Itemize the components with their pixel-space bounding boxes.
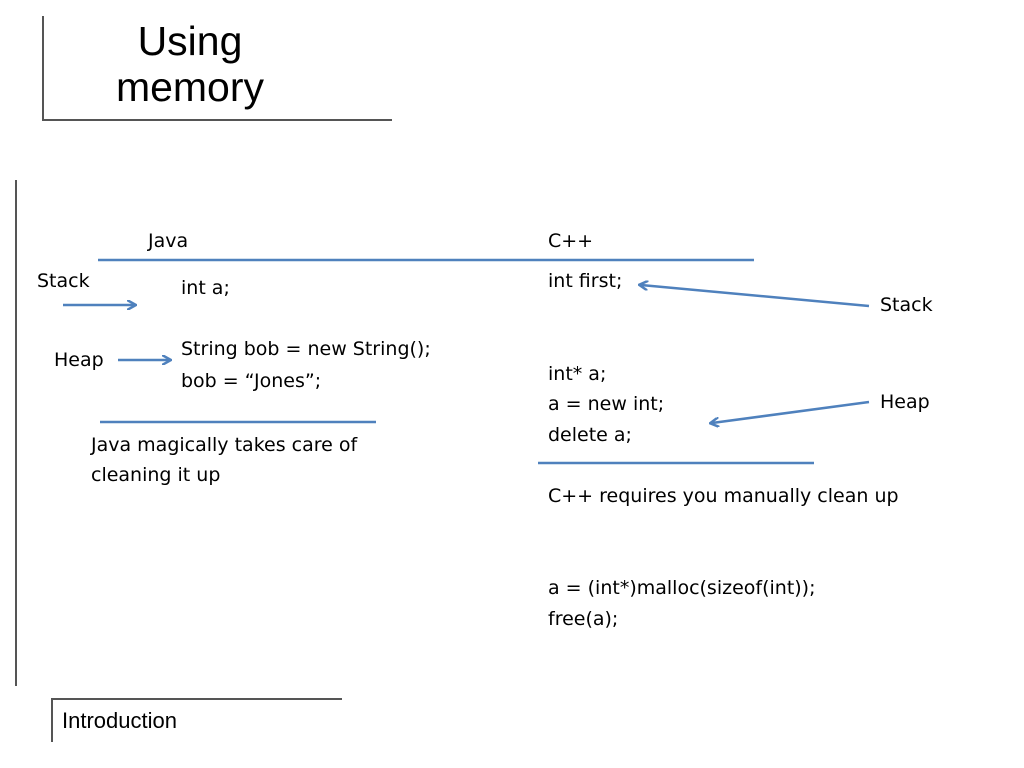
title-line-1: Using [137, 18, 243, 64]
cpp-stack-code: int first; [548, 270, 623, 292]
java-heap-code-line-1: String bob = new String(); [181, 338, 431, 360]
cpp-heap-arrow [712, 400, 870, 423]
title-frame-horizontal [42, 119, 392, 121]
cpp-note: C++ requires you manually clean up [548, 485, 899, 507]
cpp-heap-code-line-2: a = new int; [548, 393, 665, 415]
cpp-malloc-line-1: a = (int*)malloc(sizeof(int)); [548, 577, 816, 599]
cpp-stack-arrow [641, 285, 870, 308]
cpp-heap-code-line-1: int* a; [548, 363, 607, 385]
java-heap-code-line-2: bob = “Jones”; [181, 370, 322, 392]
footer-frame-vertical [51, 698, 53, 742]
java-note-line-2: cleaning it up [91, 464, 221, 486]
footer-section-label: Introduction [62, 708, 177, 733]
java-stack-label: Stack [37, 270, 90, 292]
java-heading: Java [148, 230, 189, 252]
title-line-2: memory [115, 64, 265, 110]
footer-frame-horizontal [51, 698, 342, 700]
slide-title: Using memory [105, 18, 275, 110]
content-frame-vertical [15, 180, 17, 686]
cpp-heap-label: Heap [880, 391, 930, 413]
java-stack-code: int a; [181, 277, 230, 299]
java-heap-label: Heap [54, 349, 104, 371]
cpp-heading: C++ [548, 230, 594, 252]
title-frame-vertical [42, 16, 44, 120]
cpp-heap-code-line-3: delete a; [548, 424, 632, 446]
cpp-stack-label: Stack [880, 294, 933, 316]
java-note-line-1: Java magically takes care of [91, 434, 358, 456]
cpp-malloc-line-2: free(a); [548, 608, 619, 630]
